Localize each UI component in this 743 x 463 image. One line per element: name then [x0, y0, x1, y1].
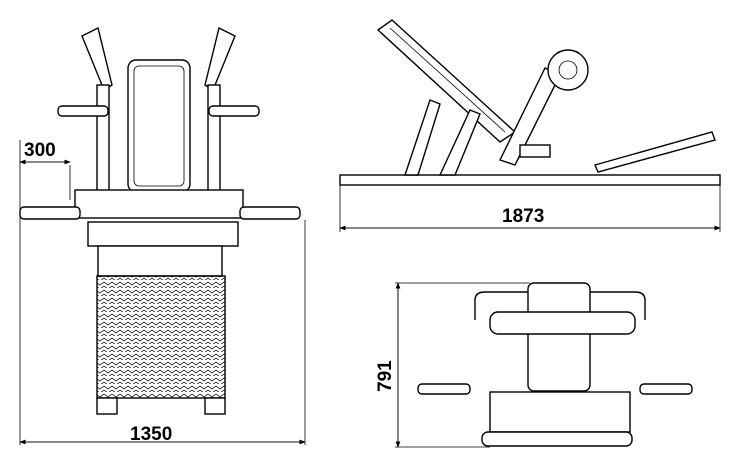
dimension-offset: 300	[24, 140, 56, 161]
side-view: 1873	[339, 19, 721, 232]
dimension-length: 1873	[502, 206, 544, 227]
right-handle	[204, 26, 236, 92]
base-rail	[339, 174, 721, 186]
left-handle	[81, 26, 113, 92]
seat-pad	[527, 282, 591, 392]
foot-pad	[87, 221, 239, 247]
front-view: 300 1350	[19, 26, 306, 445]
top-view: 791	[375, 282, 693, 448]
foot-plate-side	[594, 131, 716, 173]
dimension-width: 1350	[130, 424, 172, 445]
back-pad	[127, 59, 191, 193]
backrest	[376, 19, 517, 143]
foot-plate	[96, 275, 226, 399]
dimension-depth: 791	[375, 360, 396, 392]
